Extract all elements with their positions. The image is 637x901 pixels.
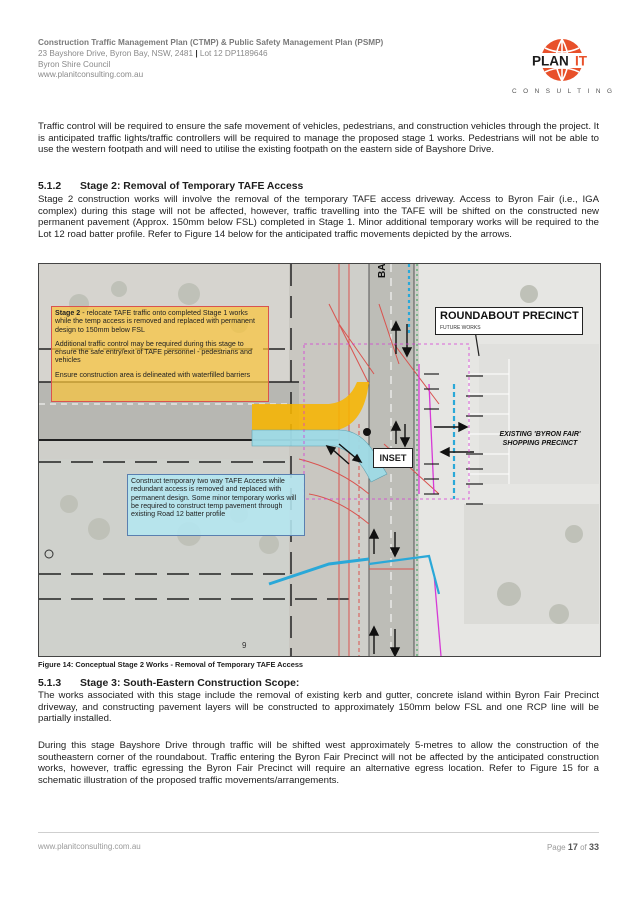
address-line: 23 Bayshore Drive, Byron Bay, NSW, 2481 … xyxy=(38,48,268,58)
section-513-number: 5.1.3 xyxy=(38,678,62,689)
section-512-title: Stage 2: Removal of Temporary TAFE Acces… xyxy=(80,181,304,192)
figure-caption: Figure 14: Conceptual Stage 2 Works - Re… xyxy=(38,660,304,669)
total-pages: 33 xyxy=(588,842,599,852)
page-number: Page 17 of 33 xyxy=(546,842,599,852)
page-header: Construction Traffic Management Plan (CT… xyxy=(38,38,383,81)
stage2-callout: Stage 2 - relocate TAFE traffic onto com… xyxy=(51,306,269,402)
current-page: 17 xyxy=(567,842,578,852)
logo-text-it: IT xyxy=(575,54,588,69)
address-separator: | xyxy=(195,48,198,58)
logo-subtitle: CONSULTING xyxy=(512,88,619,95)
section-513-heading: 5.1.3 Stage 3: South-Eastern Construction… xyxy=(38,678,299,689)
section-512-paragraph: Stage 2 construction works will involve … xyxy=(38,194,599,240)
roundabout-precinct-label: ROUNDABOUT PRECINCT FUTURE WORKS xyxy=(435,307,583,335)
lot-number-label: 9 xyxy=(242,641,247,650)
stage2-relocated-traffic-area xyxy=(252,382,369,430)
section-512-heading: 5.1.2 Stage 2: Removal of Temporary TAFE … xyxy=(38,181,303,192)
section-513-paragraph-1: The works associated with this stage inc… xyxy=(38,690,599,725)
stage2-callout-lead: Stage 2 xyxy=(55,309,81,317)
roundabout-precinct-subtitle: FUTURE WORKS xyxy=(440,325,481,331)
section-512-number: 5.1.2 xyxy=(38,181,62,192)
roundabout-precinct-title: ROUNDABOUT PRECINCT xyxy=(440,310,579,322)
pedestrian-path xyxy=(268,264,456,595)
planit-logo: PLAN IT xyxy=(528,38,596,82)
stage2-callout-line1: - relocate TAFE traffic onto completed S… xyxy=(55,309,255,334)
header-website: www.planitconsulting.com.au xyxy=(38,70,144,80)
magenta-linework xyxy=(418,364,442,656)
tafe-access-callout: Construct temporary two way TAFE Access … xyxy=(127,474,305,536)
section-513-paragraph-2: During this stage Bayshore Drive through… xyxy=(38,740,599,786)
council-name: Byron Shire Council xyxy=(38,59,111,69)
inset-label: INSET xyxy=(373,448,413,468)
roundabout-centre-marker xyxy=(363,428,371,436)
traffic-arrows xyxy=(325,320,474,656)
document-title: Construction Traffic Management Plan (CT… xyxy=(38,38,384,47)
road-label: BA xyxy=(377,264,388,278)
stage2-callout-line3: Ensure construction area is delineated w… xyxy=(55,370,251,379)
intro-paragraph: Traffic control will be required to ensu… xyxy=(38,121,599,156)
logo-text-plan: PLAN xyxy=(532,54,569,69)
survey-mark-icon xyxy=(44,549,54,559)
stage2-callout-line2: Additional traffic control may be requir… xyxy=(55,339,252,365)
footer-divider xyxy=(38,832,599,833)
section-513-title: Stage 3: South-Eastern Construction Scop… xyxy=(80,678,300,689)
figure-14-plan-drawing: BA 9 Stage 2 - relocate TAFE traffic ont… xyxy=(38,263,601,657)
shopping-precinct-label: EXISTING 'BYRON FAIR' SHOPPING PRECINCT xyxy=(499,431,581,447)
footer-website: www.planitconsulting.com.au xyxy=(38,842,141,851)
temporary-tafe-access xyxy=(251,429,388,483)
